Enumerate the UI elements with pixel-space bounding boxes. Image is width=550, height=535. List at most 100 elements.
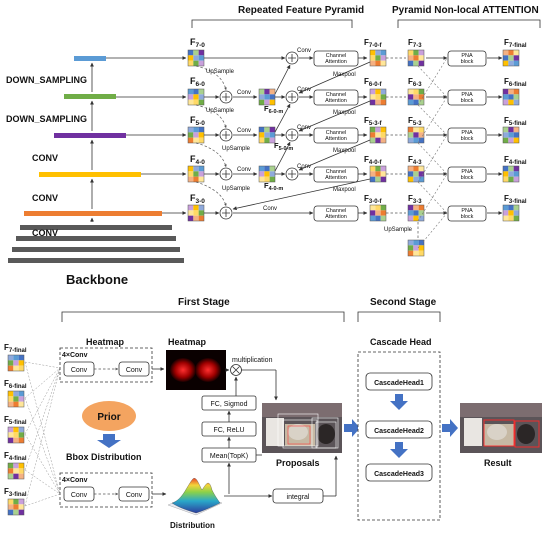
cascade-arrow: [390, 442, 408, 458]
add-icon: [285, 128, 299, 142]
heatmap-blob: [195, 358, 221, 382]
add-ops: [219, 51, 299, 220]
second-stage-title: Second Stage: [370, 297, 437, 308]
stage-bar-7: [74, 56, 106, 61]
svg-text:UpSample: UpSample: [222, 146, 251, 152]
stage-bar-6: [64, 94, 116, 99]
add-icon: [219, 167, 233, 181]
svg-text:F5-3-f: F5-3-f: [364, 116, 383, 127]
feature-map-icon: [502, 204, 520, 222]
distribution-plot: [167, 478, 223, 516]
cascade-head-2-label: CascadeHead2: [374, 428, 424, 435]
feature-map-icon: [7, 354, 25, 372]
fan-connections: [24, 361, 61, 507]
svg-text:Conv: Conv: [237, 167, 251, 173]
feature-map-icon: [258, 88, 276, 106]
stage-bar-5: [54, 133, 126, 138]
svg-text:Attention: Attention: [325, 214, 347, 220]
result-label: Result: [484, 458, 512, 468]
feature-map-icon: [407, 49, 425, 67]
left-feature-labels: F7-0 F6-0 F5-0 F4-0 F3-0: [190, 37, 205, 205]
result-image: [460, 403, 542, 453]
feature-map-icon: [407, 204, 425, 222]
svg-text:F5-0: F5-0: [190, 115, 205, 127]
svg-text:F4-0-m: F4-0-m: [264, 181, 283, 192]
pyramid-connections: [195, 56, 503, 249]
prior-down-arrow: [97, 434, 121, 448]
fc-relu-label: FC, ReLU: [213, 427, 244, 434]
svg-text:UpSample: UpSample: [206, 69, 235, 75]
feature-map-icon: [258, 126, 276, 144]
svg-text:UpSample: UpSample: [384, 227, 413, 233]
svg-text:F3-0-f: F3-0-f: [364, 194, 383, 205]
svg-text:Conv: Conv: [297, 125, 311, 131]
first-stage-brace: [61, 311, 345, 322]
svg-text:Conv: Conv: [237, 128, 251, 134]
svg-text:Channel: Channel: [326, 92, 347, 98]
op-labels: UpSample Conv Conv Conv Maxpool UpSample…: [206, 48, 413, 233]
svg-text:F4-3: F4-3: [408, 155, 422, 166]
svg-text:F3-0: F3-0: [190, 193, 205, 205]
svg-text:Conv: Conv: [297, 164, 311, 170]
backbone-stack: [8, 225, 184, 263]
heatmap-group-label: Heatmap: [86, 337, 125, 347]
svg-text:F7-0: F7-0: [190, 37, 205, 49]
proposals-label: Proposals: [276, 458, 320, 468]
feature-map-icon: [502, 165, 520, 183]
pna-input-labels: F7-3 F6-3 F5-3 F4-3 F3-3: [408, 38, 422, 205]
svg-text:Attention: Attention: [325, 175, 347, 181]
svg-text:Conv: Conv: [263, 206, 277, 212]
dist-conv-2-label: Conv: [126, 492, 143, 499]
svg-text:F6-0-f: F6-0-f: [364, 77, 383, 88]
svg-text:F6-0-m: F6-0-m: [264, 104, 283, 115]
to-cascade-arrow: [344, 419, 360, 437]
prior-ellipse: [82, 401, 136, 431]
mean-topk-label: Mean(TopK): [210, 453, 248, 460]
cascade-head-3: [365, 463, 433, 482]
svg-text:Maxpool: Maxpool: [333, 72, 356, 78]
svg-text:PNA: PNA: [461, 130, 473, 136]
feature-map-icon: [7, 390, 25, 408]
svg-text:block: block: [461, 175, 474, 181]
feature-map-icon: [407, 239, 425, 257]
svg-text:block: block: [461, 59, 474, 65]
backbone-bar: [16, 236, 176, 241]
add-icon: [285, 167, 299, 181]
feature-map-icon: [407, 165, 425, 183]
repeated-pyramid-title: Repeated Feature Pyramid: [238, 5, 364, 16]
svg-text:F3-final: F3-final: [504, 194, 527, 205]
add-icon: [219, 90, 233, 104]
cascade-head-title: Cascade Head: [370, 337, 432, 347]
heatmap-conv-2: [118, 361, 150, 377]
cascade-arrow: [390, 394, 408, 410]
first-stage-title: First Stage: [178, 297, 230, 308]
svg-text:Conv: Conv: [297, 48, 311, 54]
feature-map-icon: [407, 126, 425, 144]
svg-text:F5-0-m: F5-0-m: [274, 141, 293, 152]
pna-title: Pyramid Non-local ATTENTION: [392, 5, 539, 16]
svg-text:F3-final: F3-final: [4, 487, 27, 498]
heatmap-conv-2-label: Conv: [126, 367, 143, 374]
svg-text:PNA: PNA: [461, 169, 473, 175]
feature-map-icon: [187, 204, 205, 222]
heatmap-4xconv-label: 4×Conv: [62, 352, 88, 359]
stage-bar-4: [39, 172, 141, 177]
backbone-bar: [8, 258, 184, 263]
stage-bar-3: [24, 211, 162, 216]
proposals-image: [262, 403, 342, 453]
svg-text:Maxpool: Maxpool: [333, 148, 356, 154]
svg-text:F4-0: F4-0: [190, 154, 205, 166]
stage-label-conv-1: CONV: [32, 153, 58, 163]
feature-map-icon: [369, 126, 387, 144]
add-icon: [219, 206, 233, 220]
svg-text:block: block: [461, 98, 474, 104]
second-stage-brace: [357, 311, 441, 322]
